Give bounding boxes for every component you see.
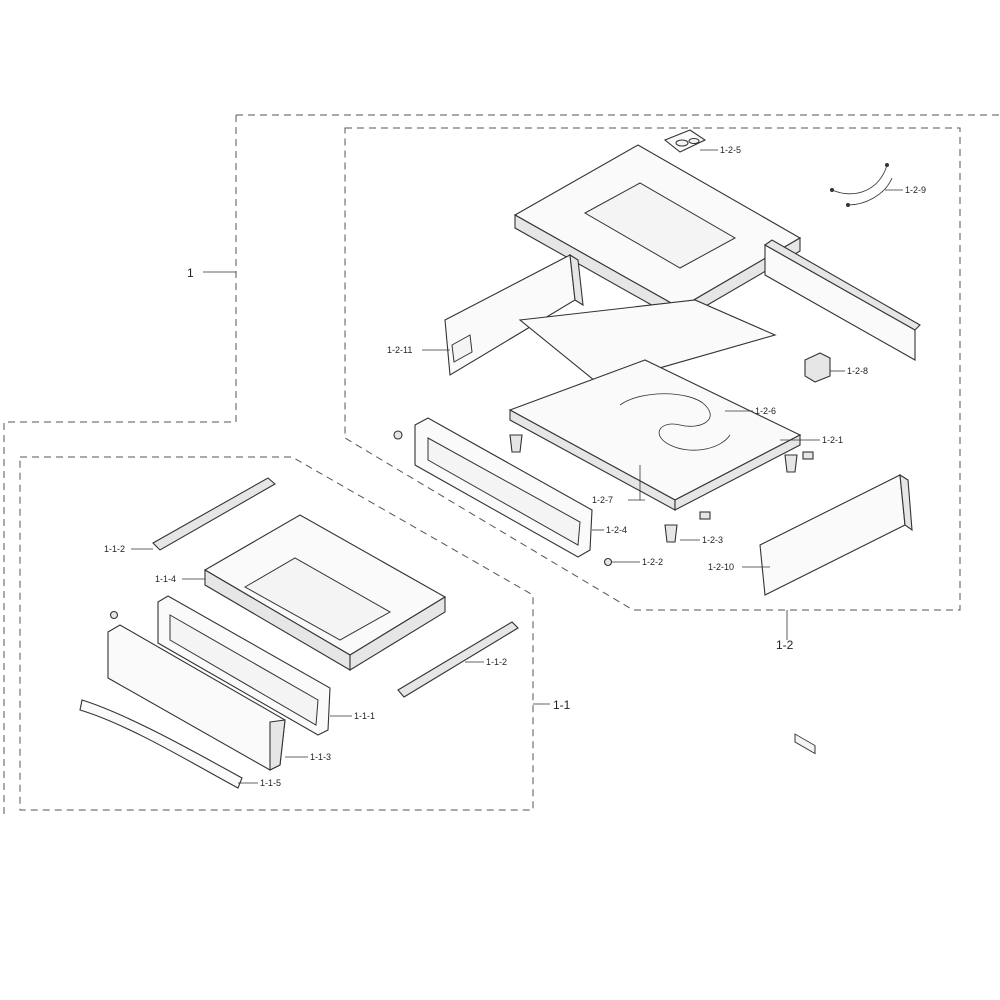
leader-lines bbox=[131, 149, 903, 784]
drawer-rail-left bbox=[152, 477, 276, 551]
right-side-panel bbox=[763, 239, 921, 755]
part-labels: 1 1-1 1-2 1-2-5 1-2-9 1-2-11 1-2-8 1-2-6… bbox=[104, 145, 926, 788]
bottom-tray bbox=[508, 359, 802, 511]
drawer-handle bbox=[79, 699, 243, 789]
boundary-assembly-1 bbox=[3, 114, 1000, 815]
label-assembly-1: 1 bbox=[187, 266, 194, 280]
left-side-panel bbox=[444, 253, 584, 376]
label-1-2-5: 1-2-5 bbox=[720, 145, 741, 155]
label-1-1-4: 1-1-4 bbox=[155, 574, 176, 584]
label-1-1-3: 1-1-3 bbox=[310, 752, 331, 762]
label-1-2-4: 1-2-4 bbox=[606, 525, 627, 535]
label-1-1-1: 1-1-1 bbox=[354, 711, 375, 721]
inner-door-frame bbox=[157, 595, 331, 736]
assembly-boundaries bbox=[3, 114, 1000, 815]
assembly-1-2-parts bbox=[393, 129, 921, 755]
drawer-rail-right bbox=[397, 621, 519, 698]
boundary-assembly-1-2 bbox=[344, 127, 961, 611]
right-lower-panel bbox=[759, 473, 913, 596]
small-bracket bbox=[804, 352, 831, 383]
label-1-2-2: 1-2-2 bbox=[642, 557, 663, 567]
label-assembly-1-2: 1-2 bbox=[776, 638, 794, 652]
label-1-1-2-left: 1-1-2 bbox=[104, 544, 125, 554]
front-frame bbox=[414, 417, 593, 558]
label-1-2-3: 1-2-3 bbox=[702, 535, 723, 545]
label-1-2-10: 1-2-10 bbox=[708, 562, 734, 572]
boundary-assembly-1-1 bbox=[19, 456, 534, 811]
label-1-2-7: 1-2-7 bbox=[592, 495, 613, 505]
leveling-feet bbox=[393, 430, 814, 567]
drawer-front-panel bbox=[107, 610, 286, 771]
wire-harness bbox=[831, 164, 893, 206]
label-1-2-1: 1-2-1 bbox=[822, 435, 843, 445]
heating-element bbox=[619, 393, 731, 451]
label-1-2-8: 1-2-8 bbox=[847, 366, 868, 376]
label-assembly-1-1: 1-1 bbox=[553, 698, 571, 712]
label-1-1-2-right: 1-1-2 bbox=[486, 657, 507, 667]
drawer-tub bbox=[203, 514, 447, 671]
label-1-2-9: 1-2-9 bbox=[905, 185, 926, 195]
inner-shield-plate bbox=[518, 299, 777, 386]
label-1-2-6: 1-2-6 bbox=[755, 406, 776, 416]
label-1-1-5: 1-1-5 bbox=[260, 778, 281, 788]
assembly-1-1-parts bbox=[79, 477, 519, 789]
label-1-2-11: 1-2-11 bbox=[387, 345, 412, 355]
